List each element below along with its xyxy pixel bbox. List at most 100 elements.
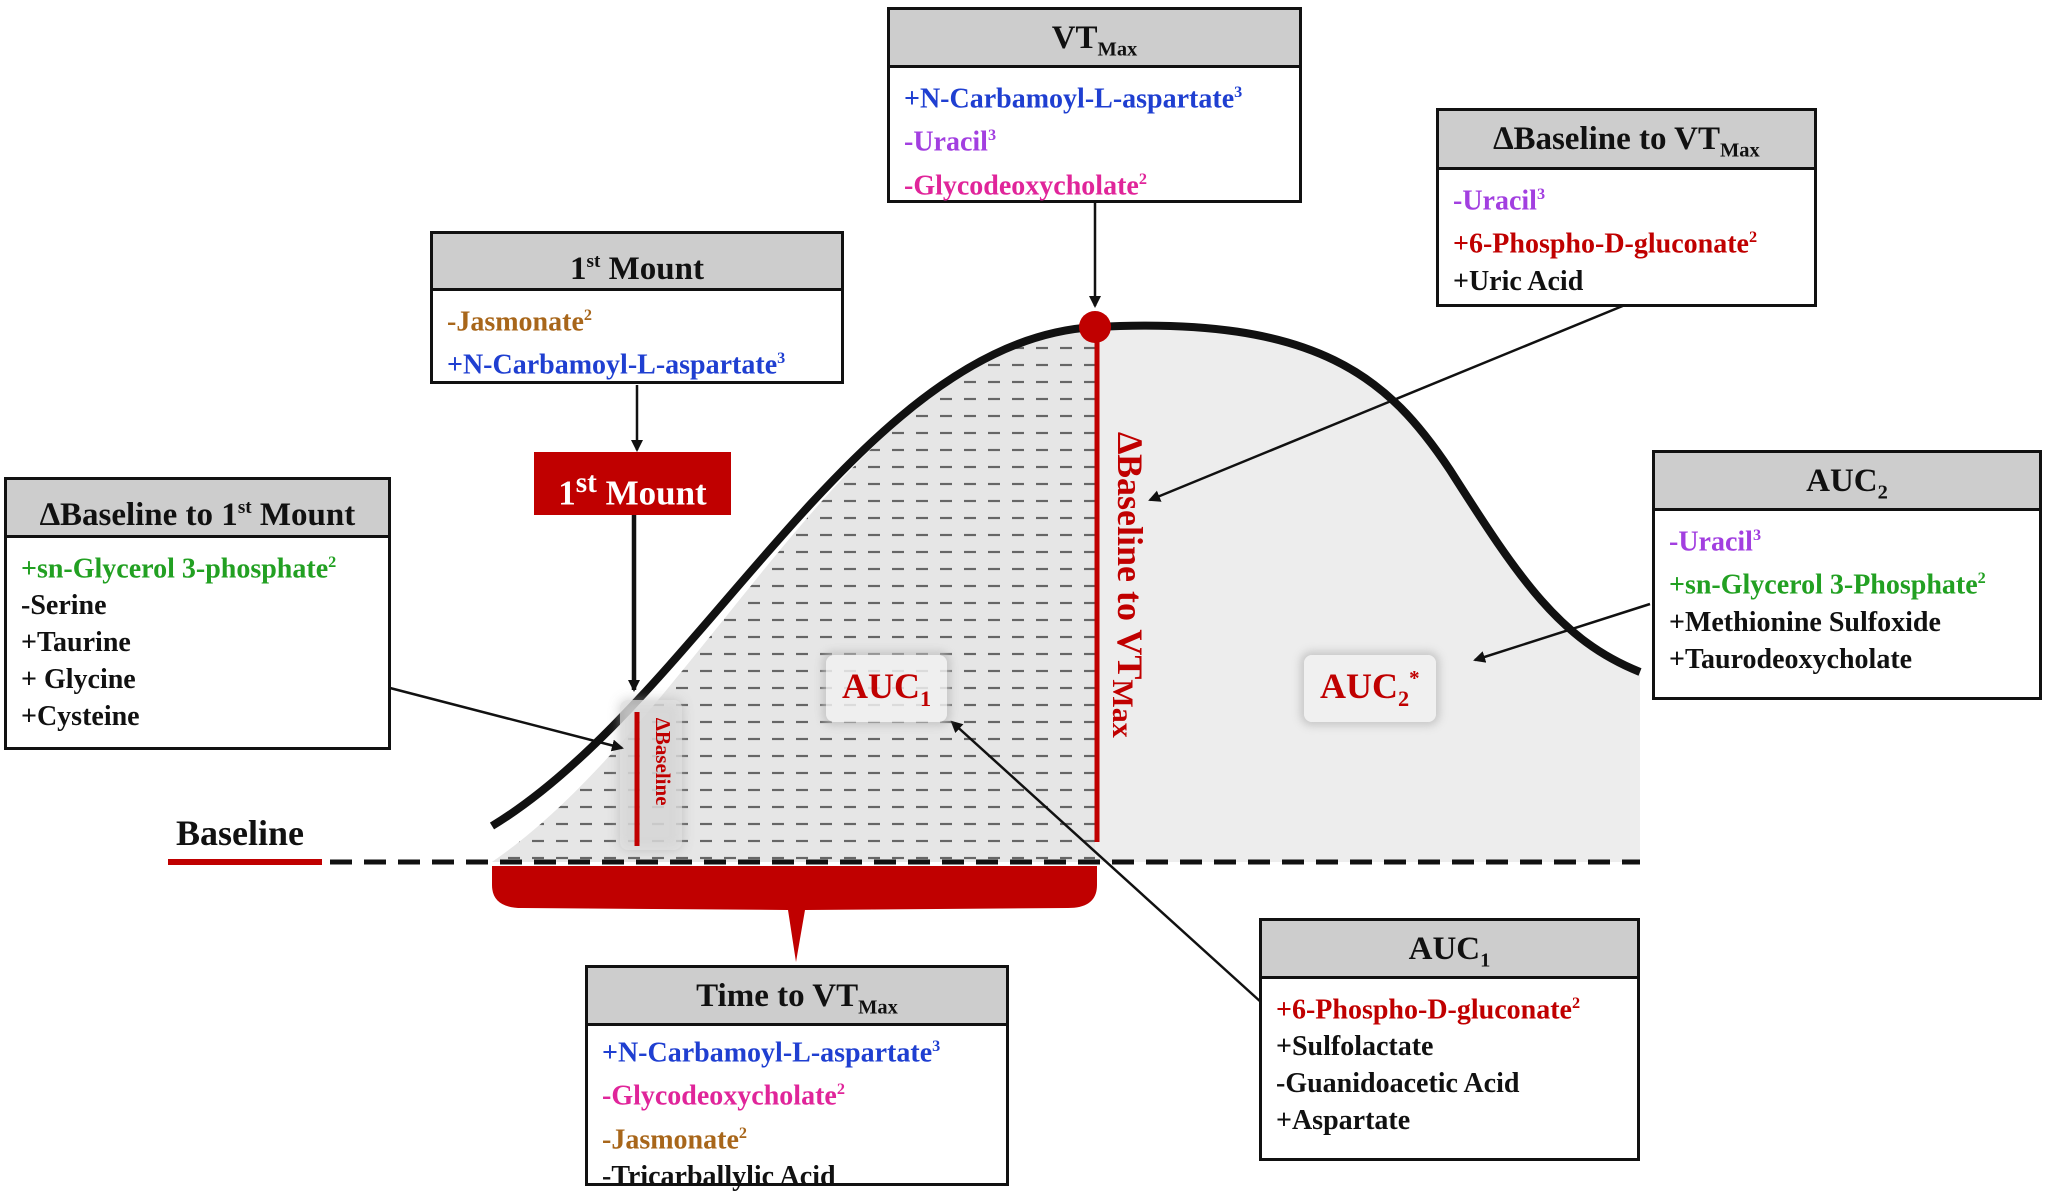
first-mount-box-title: 1st Mount bbox=[433, 234, 841, 291]
metabolite-item: -Serine bbox=[21, 587, 376, 624]
auc2-box: AUC2 -Uracil3+sn-Glycerol 3-Phosphate2+M… bbox=[1652, 450, 2042, 700]
metabolite-name: +N-Carbamoyl-L-aspartate bbox=[447, 349, 778, 381]
metabolite-name: -Serine bbox=[21, 590, 107, 622]
metabolite-item: +Cysteine bbox=[21, 698, 376, 735]
delta-baseline-first-mount-box-items: +sn-Glycerol 3-phosphate2-Serine+Taurine… bbox=[7, 538, 388, 735]
auc1-curve-label: AUC1 bbox=[826, 655, 948, 723]
metabolite-item: +Methionine Sulfoxide bbox=[1669, 604, 2027, 641]
metabolite-name: + Glycine bbox=[21, 664, 136, 696]
metabolite-name: +Methionine Sulfoxide bbox=[1669, 606, 1941, 638]
metabolite-superscript: 2 bbox=[328, 553, 337, 571]
metabolite-superscript: 2 bbox=[1748, 228, 1758, 247]
metabolite-item: +Sulfolactate bbox=[1276, 1028, 1625, 1065]
metabolite-name: -Uracil bbox=[1669, 526, 1753, 558]
arrow-delta-baseline-vtmax bbox=[1148, 303, 1626, 502]
metabolite-superscript: 3 bbox=[932, 1037, 941, 1055]
baseline-label: Baseline bbox=[176, 813, 305, 853]
metabolite-item: -Tricarballylic Acid bbox=[602, 1158, 994, 1195]
metabolite-name: +N-Carbamoyl-L-aspartate bbox=[904, 83, 1235, 115]
metabolite-name: -Jasmonate bbox=[602, 1123, 739, 1155]
delta-baseline-vtmax-box-items: -Uracil3+6-Phospho-D-gluconate2+Uric Aci… bbox=[1439, 170, 1814, 300]
arrow-auc2 bbox=[1473, 602, 1651, 663]
metabolite-superscript: 2 bbox=[836, 1080, 845, 1099]
delta-baseline-short-label: ∆Baseline bbox=[651, 718, 675, 806]
time-to-vtmax-box-items: +N-Carbamoyl-L-aspartate3-Glycodeoxychol… bbox=[588, 1026, 1006, 1195]
metabolite-item: -Jasmonate2 bbox=[602, 1115, 994, 1158]
vtmax-box-items: +N-Carbamoyl-L-aspartate3-Uracil3-Glycod… bbox=[890, 68, 1299, 204]
metabolite-superscript: 2 bbox=[1977, 569, 1986, 588]
metabolite-name: +sn-Glycerol 3-phosphate bbox=[21, 553, 329, 585]
arrow-auc1 bbox=[950, 720, 1263, 1004]
metabolite-item: +sn-Glycerol 3-phosphate2 bbox=[21, 544, 376, 587]
metabolite-item: +Uric Acid bbox=[1453, 263, 1802, 300]
metabolite-item: -Uracil3 bbox=[1453, 176, 1802, 219]
metabolite-name: -Uracil bbox=[904, 126, 988, 158]
vtmax-box-title: VTMax bbox=[890, 10, 1299, 68]
metabolite-name: -Uracil bbox=[1453, 185, 1537, 217]
metabolite-item: -Uracil3 bbox=[1669, 517, 2027, 560]
time-to-vtmax-bracket bbox=[492, 866, 1097, 962]
delta-baseline-vtmax-box: ∆Baseline to VTMax -Uracil3+6-Phospho-D-… bbox=[1436, 108, 1817, 307]
vtmax-box: VTMax +N-Carbamoyl-L-aspartate3-Uracil3-… bbox=[887, 7, 1302, 203]
metabolite-item: -Glycodeoxycholate2 bbox=[602, 1071, 994, 1114]
metabolite-superscript: 2 bbox=[583, 306, 592, 324]
metabolite-name: +N-Carbamoyl-L-aspartate bbox=[602, 1037, 933, 1069]
metabolite-item: +6-Phospho-D-gluconate2 bbox=[1453, 219, 1802, 262]
metabolite-item: +sn-Glycerol 3-Phosphate2 bbox=[1669, 560, 2027, 603]
first-mount-box: 1st Mount -Jasmonate2+N-Carbamoyl-L-aspa… bbox=[430, 231, 844, 384]
metabolite-name: -Guanidoacetic Acid bbox=[1276, 1068, 1520, 1100]
metabolite-superscript: 2 bbox=[738, 1123, 747, 1142]
auc1-box-title: AUC1 bbox=[1262, 921, 1637, 979]
metabolite-item: +N-Carbamoyl-L-aspartate3 bbox=[602, 1028, 994, 1071]
metabolite-name: +6-Phospho-D-gluconate bbox=[1453, 228, 1749, 260]
metabolite-name: +Cysteine bbox=[21, 701, 140, 733]
metabolite-name: -Tricarballylic Acid bbox=[602, 1160, 836, 1192]
metabolite-superscript: 3 bbox=[777, 349, 786, 368]
metabolite-name: -Glycodeoxycholate bbox=[904, 169, 1139, 201]
metabolite-item: +N-Carbamoyl-L-aspartate3 bbox=[904, 74, 1287, 117]
auc1-box-items: +6-Phospho-D-gluconate2+Sulfolactate-Gua… bbox=[1262, 979, 1637, 1139]
metabolite-item: +Taurodeoxycholate bbox=[1669, 641, 2027, 678]
metabolite-superscript: 2 bbox=[1138, 169, 1147, 188]
metabolite-name: +Sulfolactate bbox=[1276, 1031, 1434, 1063]
metabolite-name: +Aspartate bbox=[1276, 1105, 1411, 1137]
metabolite-item: +N-Carbamoyl-L-aspartate3 bbox=[447, 340, 829, 383]
metabolite-item: +Aspartate bbox=[1276, 1102, 1625, 1139]
metabolite-name: +Taurine bbox=[21, 627, 131, 659]
delta-baseline-vtmax-vertical-label: ∆Baseline to VTMax bbox=[1106, 432, 1151, 738]
auc1-box: AUC1 +6-Phospho-D-gluconate2+Sulfolactat… bbox=[1259, 918, 1640, 1161]
first-mount-box-items: -Jasmonate2+N-Carbamoyl-L-aspartate3 bbox=[433, 291, 841, 384]
metabolite-superscript: 3 bbox=[987, 126, 997, 145]
metabolite-name: -Glycodeoxycholate bbox=[602, 1080, 837, 1112]
vtmax-point bbox=[1079, 311, 1111, 343]
delta-baseline-first-mount-box-title: ∆Baseline to 1st Mount bbox=[7, 480, 388, 538]
metabolite-item: +6-Phospho-D-gluconate2 bbox=[1276, 985, 1625, 1028]
arrow-delta-baseline-first-mount bbox=[389, 686, 624, 752]
vt-curve bbox=[489, 321, 1642, 830]
auc2-curve-label: AUC2* bbox=[1304, 655, 1436, 723]
metabolite-item: -Glycodeoxycholate2 bbox=[904, 161, 1287, 204]
metabolite-item: -Uracil3 bbox=[904, 117, 1287, 160]
delta-baseline-vtmax-box-title: ∆Baseline to VTMax bbox=[1439, 111, 1814, 170]
metabolite-name: +Uric Acid bbox=[1453, 265, 1584, 297]
metabolite-superscript: 3 bbox=[1536, 185, 1546, 203]
metabolite-item: -Guanidoacetic Acid bbox=[1276, 1065, 1625, 1102]
metabolite-name: -Jasmonate bbox=[447, 306, 584, 338]
auc2-box-title: AUC2 bbox=[1655, 453, 2039, 511]
metabolite-superscript: 2 bbox=[1571, 994, 1581, 1012]
first-mount-badge: 1st Mount bbox=[534, 452, 731, 515]
time-to-vtmax-box-title: Time to VTMax bbox=[588, 968, 1006, 1026]
metabolite-name: +6-Phospho-D-gluconate bbox=[1276, 994, 1572, 1026]
time-to-vtmax-box: Time to VTMax +N-Carbamoyl-L-aspartate3-… bbox=[585, 965, 1009, 1192]
metabolite-superscript: 3 bbox=[1234, 83, 1243, 101]
metabolite-item: -Jasmonate2 bbox=[447, 297, 829, 340]
metabolite-item: +Taurine bbox=[21, 624, 376, 661]
metabolite-item: + Glycine bbox=[21, 661, 376, 698]
metabolite-name: +sn-Glycerol 3-Phosphate bbox=[1669, 569, 1978, 601]
delta-baseline-first-mount-box: ∆Baseline to 1st Mount +sn-Glycerol 3-ph… bbox=[4, 477, 391, 750]
metabolite-superscript: 3 bbox=[1752, 526, 1762, 544]
metabolite-name: +Taurodeoxycholate bbox=[1669, 643, 1913, 675]
auc2-box-items: -Uracil3+sn-Glycerol 3-Phosphate2+Methio… bbox=[1655, 511, 2039, 678]
